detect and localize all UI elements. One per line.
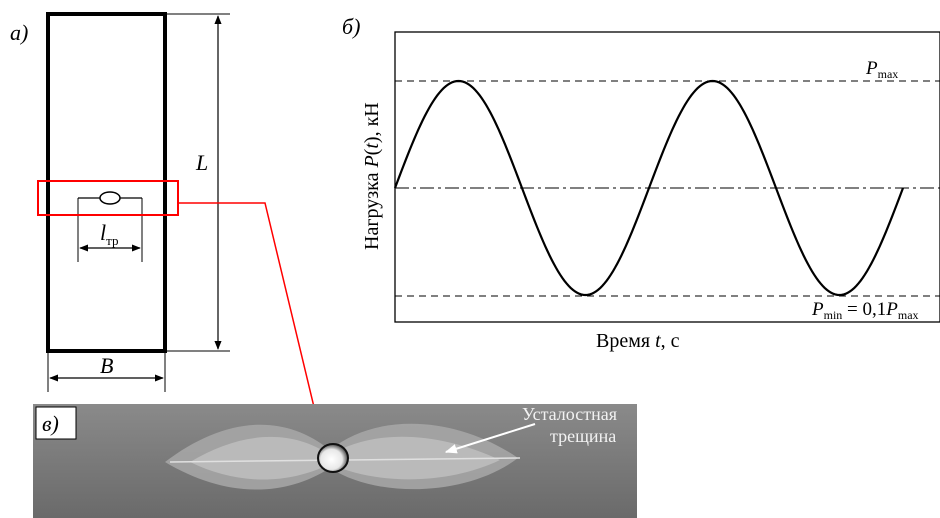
y-axis-label: Нагрузка P(t), кН <box>361 102 383 250</box>
dim-ltr-label: lтр <box>100 220 118 248</box>
panel-a: а) L B lтр <box>10 12 322 433</box>
dim-b-label: B <box>100 353 113 378</box>
pmax-label: Pmax <box>865 58 898 81</box>
hole <box>99 191 121 205</box>
panel-c-label: в) <box>42 411 59 436</box>
crack-annotation-arrow <box>444 423 536 454</box>
panel-c-label-box <box>35 406 77 440</box>
highlight-leader <box>178 202 322 433</box>
specimen-outline <box>46 12 167 353</box>
highlight-box <box>37 180 179 216</box>
panel-c: в) Усталостная трещина <box>33 404 637 518</box>
pmin-label: Pmin = 0,1Pmax <box>811 299 919 322</box>
dim-l-label: L <box>195 150 208 175</box>
load-curve <box>393 79 905 297</box>
crack-annotation-line1: Усталостная <box>522 404 617 424</box>
panel-a-label: а) <box>10 20 28 45</box>
photo-hole <box>317 443 349 473</box>
plot-frame <box>394 31 940 323</box>
x-axis-label: Время t, с <box>596 330 680 352</box>
panel-b: б) Pmax Pmin = 0,1Pmax Время t, с Нагруз… <box>342 14 940 352</box>
panel-b-label: б) <box>342 14 360 39</box>
crack-annotation-line2: трещина <box>550 426 616 446</box>
